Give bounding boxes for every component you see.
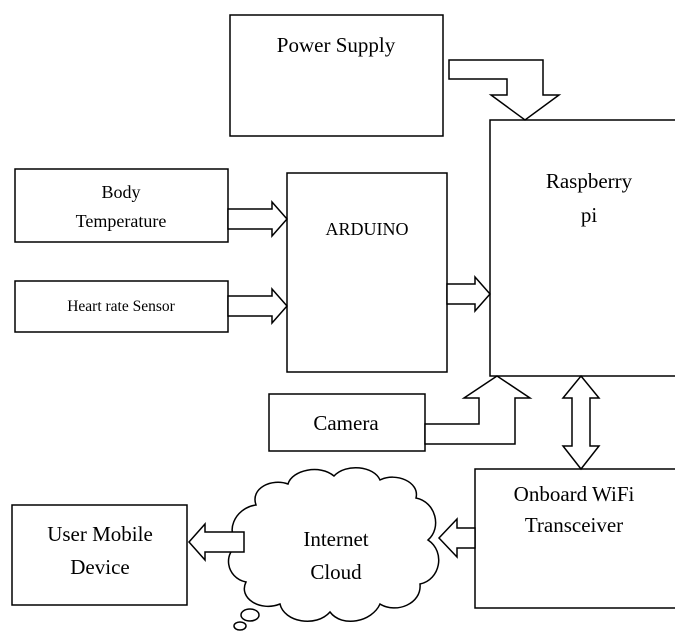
pi-wifi-bidirectional-arrow bbox=[561, 374, 601, 471]
cloud-bubble-large bbox=[240, 608, 260, 622]
internet-cloud-shape: Internet Cloud bbox=[227, 467, 440, 631]
arduino-label: ARDUINO bbox=[326, 219, 409, 239]
power-supply-label: Power Supply bbox=[277, 33, 396, 57]
user-mobile-device-label-line2: Device bbox=[70, 555, 129, 579]
wifi-transceiver-label-line1: Onboard WiFi bbox=[514, 482, 635, 506]
body-temperature-label-line2: Temperature bbox=[76, 211, 167, 231]
heart-rate-to-arduino-arrow bbox=[227, 287, 289, 325]
arduino-to-pi-arrow bbox=[446, 275, 492, 313]
raspberry-pi-label-line1: Raspberry bbox=[546, 169, 633, 193]
heart-rate-sensor-block: Heart rate Sensor bbox=[14, 280, 229, 333]
user-mobile-device-label-line1: User Mobile bbox=[47, 522, 153, 546]
power-supply-block: Power Supply bbox=[229, 14, 444, 137]
cloud-bubble-small bbox=[233, 621, 247, 631]
body-temperature-label-line1: Body bbox=[101, 182, 140, 202]
camera-to-pi-arrow bbox=[424, 375, 533, 445]
heart-rate-sensor-label: Heart rate Sensor bbox=[67, 298, 175, 315]
body-temperature-block: Body Temperature bbox=[14, 168, 229, 243]
body-temp-to-arduino-arrow bbox=[227, 200, 289, 238]
user-mobile-device-block: User Mobile Device bbox=[11, 504, 188, 606]
cloud-to-mobile-arrow bbox=[187, 522, 245, 562]
raspberry-pi-label-line2: pi bbox=[581, 203, 598, 227]
internet-cloud-label-line1: Internet bbox=[303, 527, 368, 551]
wifi-transceiver-block: Onboard WiFi Transceiver bbox=[474, 468, 675, 609]
power-to-pi-arrow bbox=[448, 59, 562, 121]
wifi-to-cloud-arrow bbox=[437, 517, 476, 559]
camera-block: Camera bbox=[268, 393, 426, 452]
raspberry-pi-block: Raspberry pi bbox=[489, 119, 675, 377]
arduino-block: ARDUINO bbox=[286, 172, 448, 373]
wifi-transceiver-label-line2: Transceiver bbox=[525, 513, 623, 537]
internet-cloud-label-line2: Cloud bbox=[310, 560, 362, 584]
camera-label: Camera bbox=[313, 411, 379, 435]
